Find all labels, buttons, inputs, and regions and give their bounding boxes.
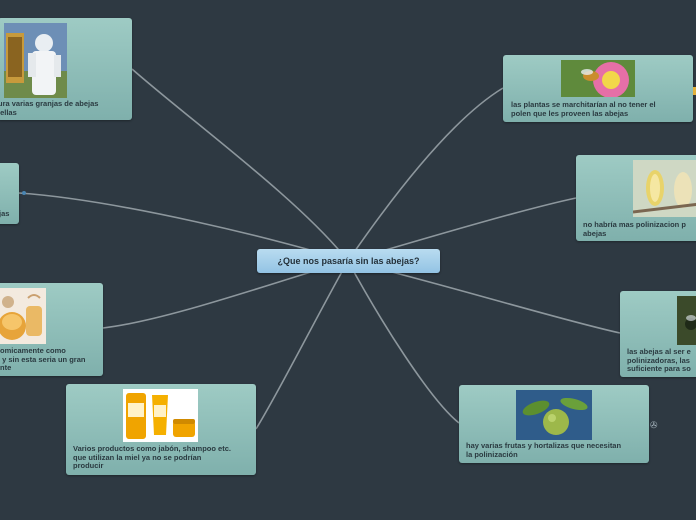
attachment-icon[interactable]: ✇ xyxy=(650,420,658,430)
node-products[interactable]: Varios productos como jabón, shampoo etc… xyxy=(66,384,256,475)
node-pollination-text: no habría mas polinizacion p abejas xyxy=(583,220,686,238)
node-beekeeper[interactable]: ura varias granjas de abejas ellas xyxy=(0,18,132,120)
node-honey-text: omicamente como y sin esta seria un gran… xyxy=(0,346,86,372)
node-pollination[interactable]: no habría mas polinizacion p abejas xyxy=(576,155,696,241)
node-plants-text: las plantas se marchitarían al no tener … xyxy=(511,100,656,118)
central-topic[interactable]: ¿Que nos pasaría sin las abejas? xyxy=(257,249,440,273)
node-pollinators[interactable]: las abejas al ser e polinizadoras, las s… xyxy=(620,291,696,377)
node-honey[interactable]: omicamente como y sin esta seria un gran… xyxy=(0,283,103,376)
central-topic-label: ¿Que nos pasaría sin las abejas? xyxy=(277,256,420,266)
node-left-mid-text: jas xyxy=(0,209,10,218)
pollen-image xyxy=(633,160,696,217)
node-products-text: Varios productos como jabón, shampoo etc… xyxy=(73,444,231,470)
node-left-mid[interactable]: jas xyxy=(0,163,19,224)
honey-image xyxy=(0,288,46,344)
products-image xyxy=(123,389,198,442)
node-fruits[interactable]: hay varias frutas y hortalizas que neces… xyxy=(459,385,649,463)
link-beekeeper xyxy=(131,68,349,262)
link-dot xyxy=(22,191,26,195)
beekeeper-image xyxy=(4,23,67,98)
flower-bee-image xyxy=(561,60,635,97)
link-fruits xyxy=(347,260,460,424)
node-plants[interactable]: las plantas se marchitarían al no tener … xyxy=(503,55,693,122)
fruit-image xyxy=(516,390,592,440)
link-plants xyxy=(347,87,504,262)
link-products xyxy=(255,260,349,430)
node-beekeeper-text: ura varias granjas de abejas ellas xyxy=(0,99,99,117)
node-fruits-text: hay varias frutas y hortalizas que neces… xyxy=(466,441,622,459)
bee-image xyxy=(677,296,696,345)
node-plants-marker xyxy=(693,87,696,95)
node-pollinators-text: las abejas al ser e polinizadoras, las s… xyxy=(627,347,691,373)
